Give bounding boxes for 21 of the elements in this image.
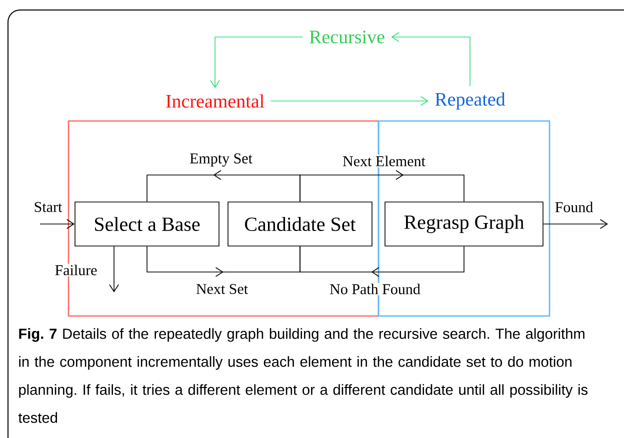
edge-label: Next Set bbox=[194, 282, 250, 296]
arrow bbox=[109, 246, 119, 292]
arrow bbox=[40, 219, 75, 229]
edge-label: Start bbox=[32, 200, 64, 214]
heading-text: Increamental bbox=[166, 94, 264, 108]
caption-text: Fig. 7 Details of the repeatedly graph building and the recursive search. The algorithm in the component incrementally uses each element in the candidate set to do motion planning. If fails, it tries a different element or a different candidate until all possibility is tested bbox=[18, 328, 588, 423]
edge-label: Failure bbox=[54, 264, 98, 276]
process-box: Regrasp Graph bbox=[384, 202, 544, 246]
edge-label: Empty Set bbox=[188, 152, 254, 168]
arrow bbox=[391, 32, 470, 87]
arrow bbox=[543, 219, 608, 229]
heading-text: Repeated bbox=[435, 92, 506, 110]
edge-label: Found bbox=[554, 200, 594, 214]
heading-text: Recursive bbox=[310, 30, 384, 44]
edge-label: No Path Found bbox=[328, 282, 422, 296]
arrow bbox=[270, 96, 428, 106]
process-box: Candidate Set bbox=[228, 202, 372, 246]
process-box: Select a Base bbox=[74, 202, 220, 246]
region-box bbox=[378, 120, 550, 317]
arrow bbox=[210, 36, 304, 88]
edge-label: Next Element bbox=[342, 154, 426, 168]
